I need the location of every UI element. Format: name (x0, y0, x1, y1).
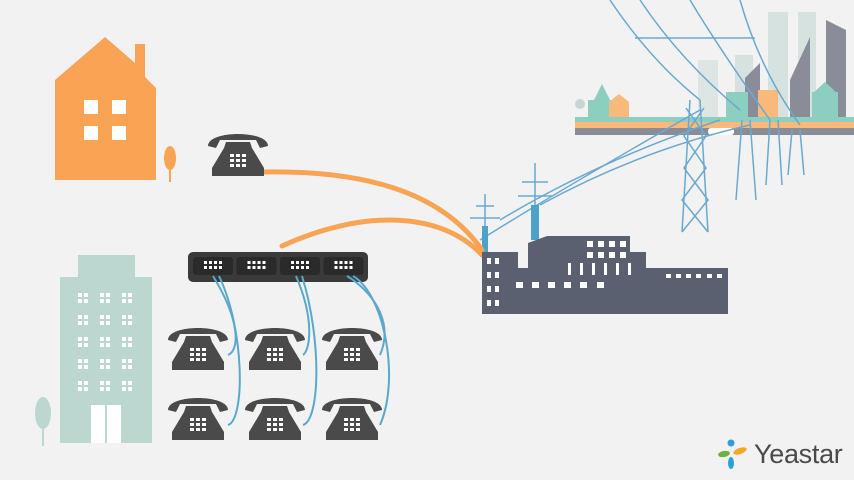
telephone-icon (168, 328, 228, 370)
pylon-base (482, 226, 488, 252)
brand-name: Yeastar (754, 438, 843, 469)
trunk-lines (259, 169, 485, 258)
telephone-icon (322, 328, 382, 370)
telephone-icon (245, 398, 305, 440)
city-skyline (575, 12, 854, 135)
yeastar-logo-icon (718, 439, 747, 469)
pylon-base (531, 205, 539, 240)
telephone-icon (208, 134, 268, 176)
telephone-icon (245, 328, 305, 370)
house (55, 37, 176, 182)
central-office-building (482, 236, 728, 314)
power-pylons (470, 0, 805, 260)
switch-port (280, 257, 320, 275)
telephones (168, 134, 382, 440)
yeastar-logo: Yeastar (716, 434, 843, 474)
switch-port (323, 257, 364, 275)
extension-lines (212, 275, 390, 426)
switch-port (236, 257, 277, 275)
telephone-icon (322, 398, 382, 440)
telephone-icon (168, 398, 228, 440)
office-building (35, 255, 152, 446)
pbx-switch (188, 252, 368, 282)
switch-port (193, 257, 233, 275)
